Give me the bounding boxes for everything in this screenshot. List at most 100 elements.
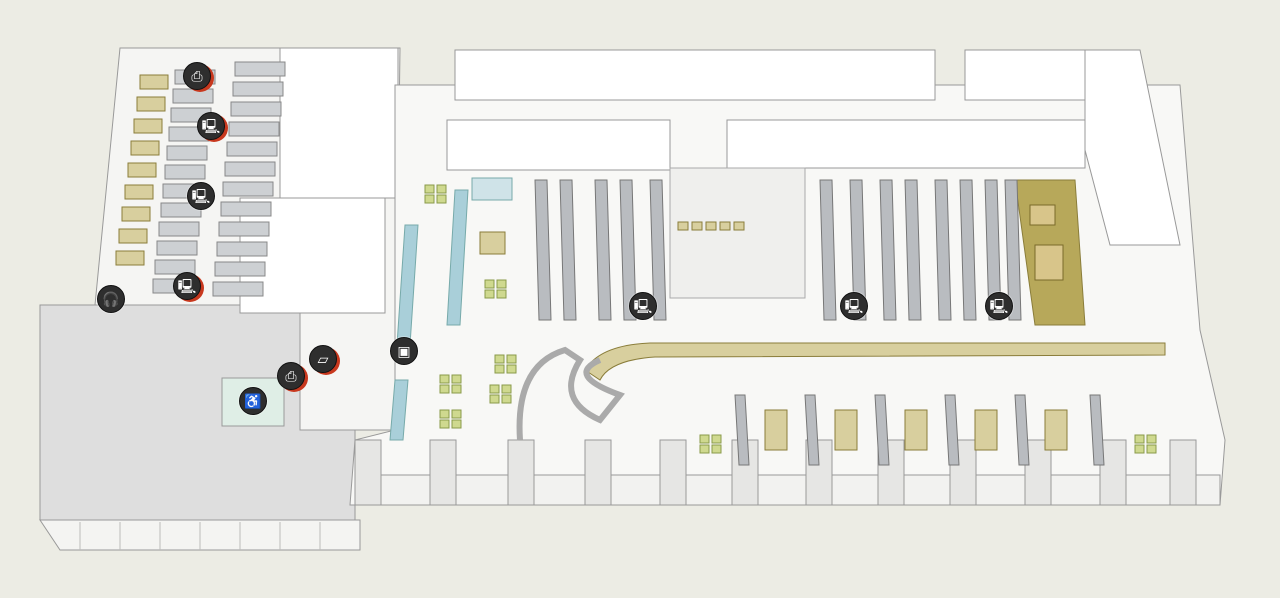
column [659,439,687,506]
bookshelf [534,179,552,321]
top-right-block [964,49,1086,101]
stack-area-east-wall [726,119,1086,169]
bookshelf [166,145,208,161]
bookshelf [224,161,276,177]
column [584,439,612,506]
bookshelf [594,179,612,321]
room-block-upper [279,47,399,199]
column [1169,439,1197,506]
lounge-seat [496,279,507,289]
bookshelf [904,179,922,321]
study-room-area [669,167,806,299]
study-table [764,409,788,451]
lounge-seat [436,194,447,204]
stack-area-west-wall [446,119,671,171]
study-table [133,118,163,134]
study-table [1044,409,1068,451]
lounge-table [1029,204,1056,226]
lounge-seat [501,394,512,404]
lounge-seat [1146,434,1157,444]
chair [705,221,717,231]
bookshelf [212,281,264,297]
bookshelf [164,164,206,180]
lounge-seat [439,384,450,394]
lounge-seat [699,434,710,444]
lounge-seat [439,419,450,429]
lounge-seat [494,364,505,374]
lounge-seat [424,194,435,204]
column [1099,439,1127,506]
column [1024,439,1052,506]
bookshelf [879,179,897,321]
study-table [904,409,928,451]
bookshelf [156,240,198,256]
headphones-icon[interactable]: 🎧 [97,285,125,313]
chair [691,221,703,231]
bookshelf [222,181,274,197]
lounge-table [1034,244,1064,281]
chair [719,221,731,231]
study-table [139,74,169,90]
bookshelf [874,394,890,466]
bookshelf [158,221,200,237]
bookshelf [172,88,214,104]
bookshelf [934,179,952,321]
computer-icon[interactable]: 🖳 [173,272,201,300]
bookshelf [559,179,577,321]
lounge-seat [506,354,517,364]
south-facade [354,474,1221,506]
bookshelf [984,179,1002,321]
study-table [124,184,154,200]
bookshelf [226,141,278,157]
bookshelves [152,61,1105,466]
computer-icon[interactable]: 🖳 [985,292,1013,320]
lounge-seat [1134,434,1145,444]
bookshelf [154,259,196,275]
printer-icon[interactable]: ⎙ [183,62,211,90]
chair [733,221,745,231]
computer-icon[interactable]: 🖳 [187,182,215,210]
study-table [121,206,151,222]
bookshelf [216,241,268,257]
self-checkout-icon[interactable]: ▣ [390,337,418,365]
scanner-icon[interactable]: ▱ [309,345,337,373]
restroom-icon[interactable]: ♿ [239,387,267,415]
lounge-seat [496,289,507,299]
bookshelf [1014,394,1030,466]
lounge-seat [451,409,462,419]
glass-display [471,177,513,201]
study-tables [115,74,1068,451]
lounge-seat [489,394,500,404]
bookshelf [959,179,977,321]
chair [677,221,689,231]
bookshelf [232,81,284,97]
bookshelf [944,394,960,466]
lounge-seat [506,364,517,374]
column [507,439,535,506]
facade-lines [79,522,321,550]
study-table [136,96,166,112]
computer-icon[interactable]: 🖳 [840,292,868,320]
bookshelf [228,121,280,137]
lounge-seat [711,444,722,454]
study-table [479,231,506,255]
lounge-seat [439,409,450,419]
reading-counter [584,342,1166,381]
bookshelf [234,61,286,77]
lounge-seat [484,279,495,289]
plants [424,184,1157,454]
study-table [974,409,998,451]
lounge-seat [1134,444,1145,454]
column [429,439,457,506]
study-table [115,250,145,266]
lounge-seat [489,384,500,394]
computer-icon[interactable]: 🖳 [197,112,225,140]
printer-icon[interactable]: ⎙ [277,362,305,390]
glass-display [389,379,409,441]
bookshelf [214,261,266,277]
computer-icon[interactable]: 🖳 [629,292,657,320]
glass-display [446,189,469,326]
lounge-seat [484,289,495,299]
spiral-staircase [516,346,625,441]
